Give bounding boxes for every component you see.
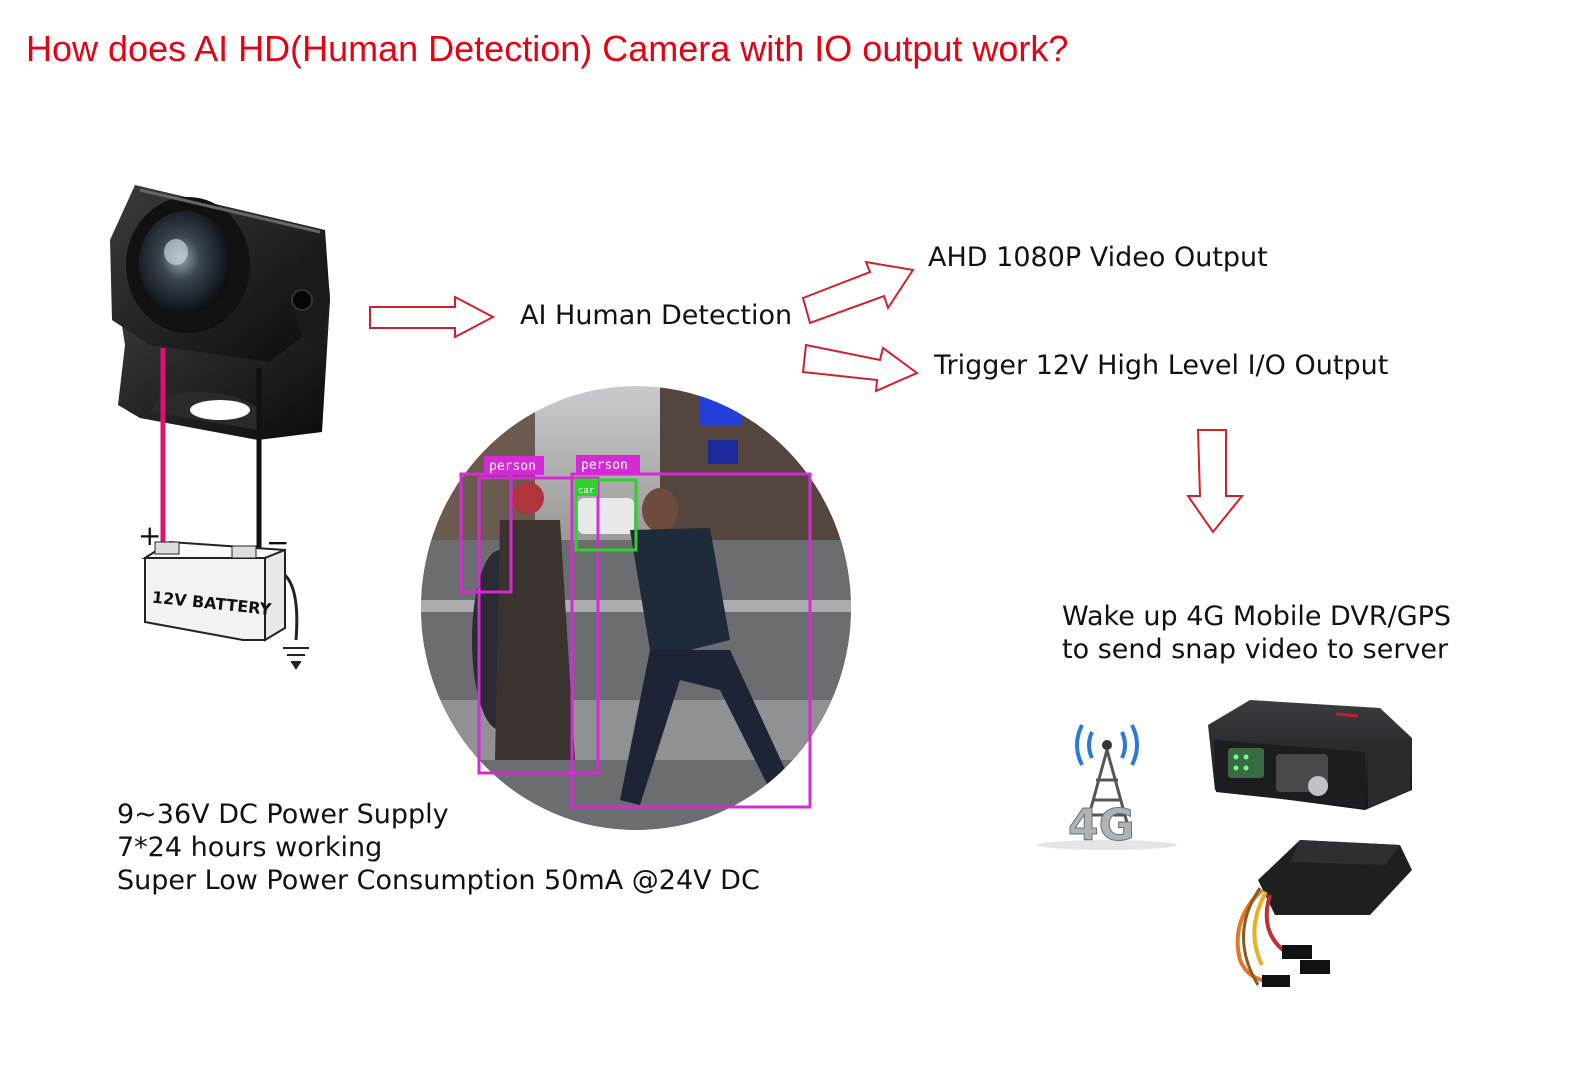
battery-plus-sign: + bbox=[138, 519, 161, 552]
4g-badge: 4G bbox=[1068, 800, 1135, 851]
detection-box-2 bbox=[477, 476, 600, 775]
detection-tag-car-text: car bbox=[578, 486, 595, 496]
wake-up-description: Wake up 4G Mobile DVR/GPS to send snap v… bbox=[1062, 600, 1451, 666]
ai-human-detection-label: AI Human Detection bbox=[520, 300, 793, 331]
power-supply-line: 9~36V DC Power Supply bbox=[117, 799, 449, 830]
detection-tag-2 bbox=[576, 455, 640, 474]
working-hours-line: 7*24 hours working bbox=[117, 832, 383, 863]
wake-up-line-2: to send snap video to server bbox=[1062, 634, 1449, 665]
video-output-label: AHD 1080P Video Output bbox=[928, 242, 1268, 273]
power-specs: 9~36V DC Power Supply 7*24 hours working… bbox=[117, 798, 760, 897]
detection-box-car bbox=[574, 478, 638, 552]
page-title: How does AI HD(Human Detection) Camera w… bbox=[26, 28, 1069, 69]
mobile-dvr-image bbox=[1208, 700, 1412, 810]
detection-tag-2-text: person bbox=[581, 458, 628, 473]
io-output-label: Trigger 12V High Level I/O Output bbox=[934, 350, 1389, 381]
arrow-to-ai-detection bbox=[369, 295, 496, 339]
detection-box-3 bbox=[570, 472, 812, 809]
arrow-to-io-output bbox=[801, 343, 919, 393]
detection-tag-1 bbox=[484, 456, 544, 475]
arrow-to-dvr bbox=[1186, 429, 1245, 534]
detection-tag-1-text: person bbox=[489, 459, 536, 474]
power-consumption-line: Super Low Power Consumption 50mA @24V DC bbox=[117, 865, 760, 896]
camera-image bbox=[110, 185, 330, 440]
wake-up-line-1: Wake up 4G Mobile DVR/GPS bbox=[1062, 601, 1452, 632]
battery-image bbox=[141, 540, 309, 670]
detection-tag-car bbox=[576, 481, 598, 496]
arrow-to-video-output bbox=[801, 260, 915, 325]
gps-tracker-image bbox=[1235, 840, 1412, 987]
4g-tower-icon bbox=[1037, 724, 1177, 850]
battery-minus-sign: − bbox=[266, 526, 289, 559]
detection-scene-image bbox=[421, 386, 851, 830]
